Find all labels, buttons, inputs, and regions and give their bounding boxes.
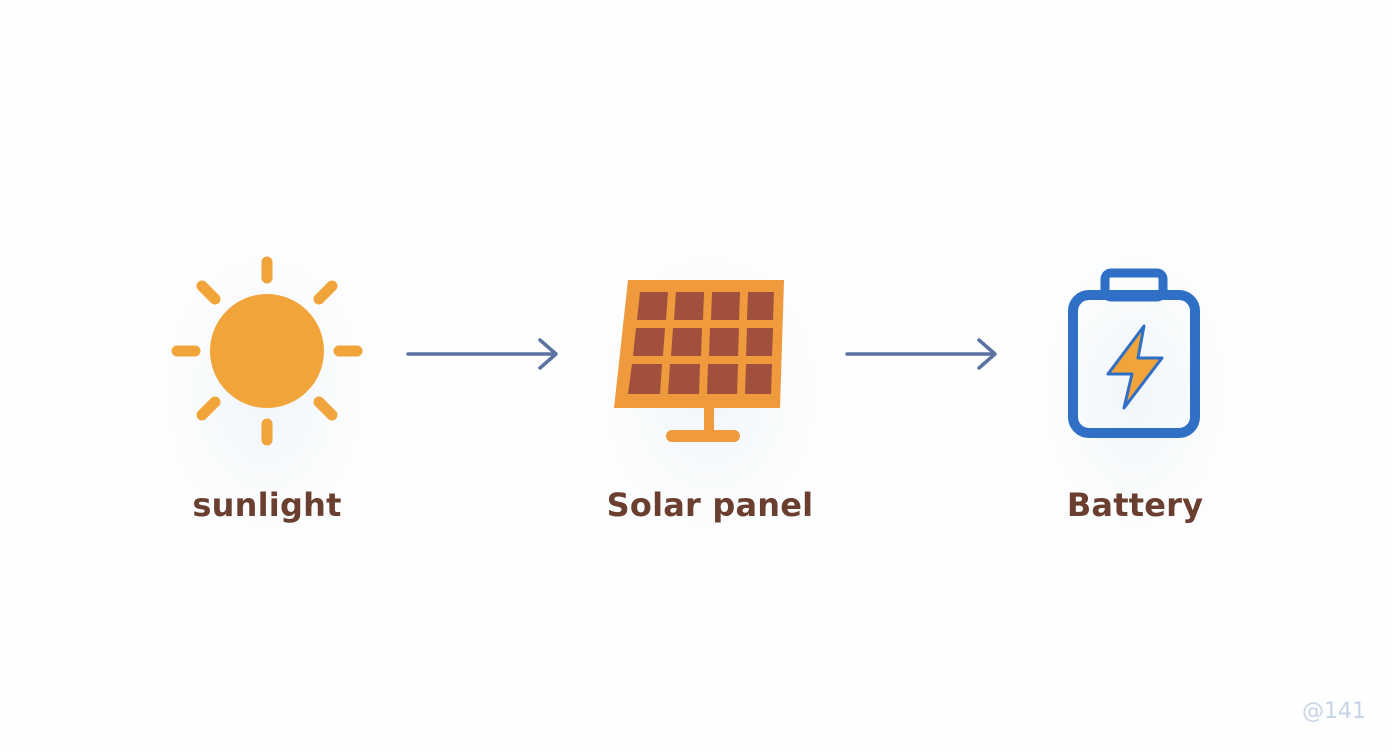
sun-icon [171,256,363,446]
battery-icon [1068,268,1200,438]
battery-label: Battery [1066,486,1204,524]
node-sunlight: sunlight [162,250,372,550]
sunlight-label: sunlight [192,486,342,524]
arrow-sunlight-to-panel [406,338,558,370]
watermark-text: @141 [1302,699,1366,724]
lightning-bolt-icon [1106,324,1164,410]
node-solar-panel: Solar panel [600,250,820,550]
node-battery: Battery [1050,250,1220,550]
solar-panel-label: Solar panel [606,486,814,524]
arrow-panel-to-battery [845,338,997,370]
solar-panel-icon [614,280,784,442]
